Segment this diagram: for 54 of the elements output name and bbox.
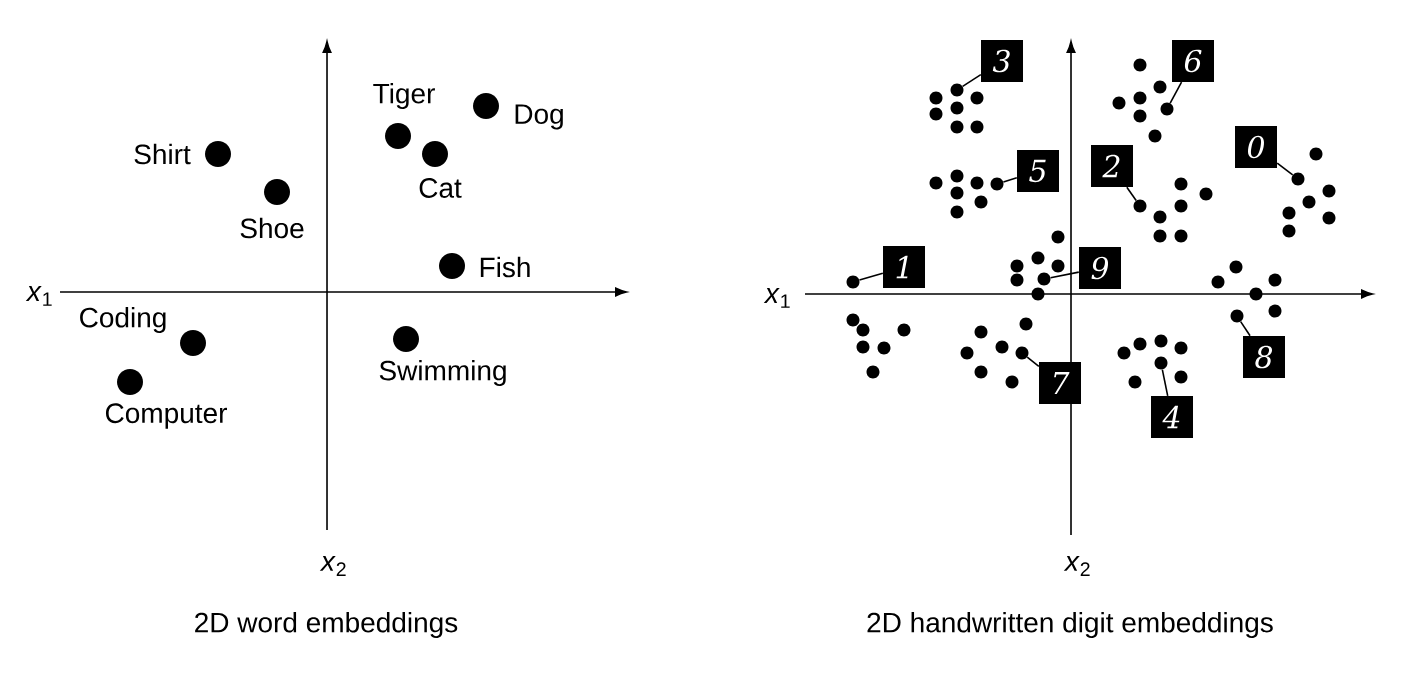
word-label: Fish (480, 256, 530, 278)
digit-image: 9 (1079, 247, 1121, 289)
word-label: Coding (80, 306, 166, 334)
leader-line (1169, 81, 1183, 104)
caption: 2D word embeddings (195, 611, 458, 639)
data-point (950, 83, 964, 97)
digit-image: 3 (981, 40, 1023, 82)
data-point (205, 141, 231, 167)
leader-line (1126, 186, 1137, 202)
leader-line (961, 73, 982, 88)
leader-line (1049, 271, 1080, 279)
axis-label: x$_{2}$ (319, 556, 346, 576)
data-point (1037, 272, 1051, 286)
digit-image: 6 (1172, 40, 1214, 82)
digit-image: 7 (1039, 362, 1081, 404)
digit-image: 5 (1017, 150, 1059, 192)
leader-line (1276, 162, 1294, 176)
leader-line (858, 272, 884, 281)
leader-line (1002, 176, 1018, 183)
data-point (393, 326, 419, 352)
word-label: Swimming (379, 359, 506, 387)
leader-line (1161, 368, 1169, 397)
axis-label: x$_{1}$ (763, 288, 790, 308)
digit-image: 4 (1151, 396, 1193, 438)
data-point (1133, 199, 1147, 213)
axis-label: x$_{2}$ (1063, 556, 1090, 576)
data-point (439, 253, 465, 279)
data-point (1230, 309, 1244, 323)
word-label: Tiger (373, 82, 435, 110)
word-label: Shirt (134, 143, 191, 165)
data-point (422, 141, 448, 167)
axis-label: x$_{1}$ (25, 286, 52, 306)
word-label: Dog (515, 104, 563, 130)
leader-line (1026, 356, 1040, 368)
word-label: Shoe (240, 217, 304, 239)
data-point (846, 275, 860, 289)
digit-image: 2 (1091, 145, 1133, 187)
word-label: Computer (105, 403, 227, 429)
data-point (1291, 172, 1305, 186)
data-point (1160, 102, 1174, 116)
word-label: Cat (419, 178, 462, 198)
digit-image: 8 (1243, 336, 1285, 378)
digit-image: 1 (883, 246, 925, 288)
data-point (180, 330, 206, 356)
data-point (1154, 356, 1168, 370)
data-point (1015, 346, 1029, 360)
data-point (264, 179, 290, 205)
digit-image: 0 (1235, 126, 1277, 168)
data-point (117, 369, 143, 395)
caption: 2D handwritten digit embeddings (867, 611, 1273, 639)
data-point (385, 123, 411, 149)
data-point (990, 177, 1004, 191)
leader-line (1239, 320, 1251, 337)
data-point (473, 93, 499, 119)
